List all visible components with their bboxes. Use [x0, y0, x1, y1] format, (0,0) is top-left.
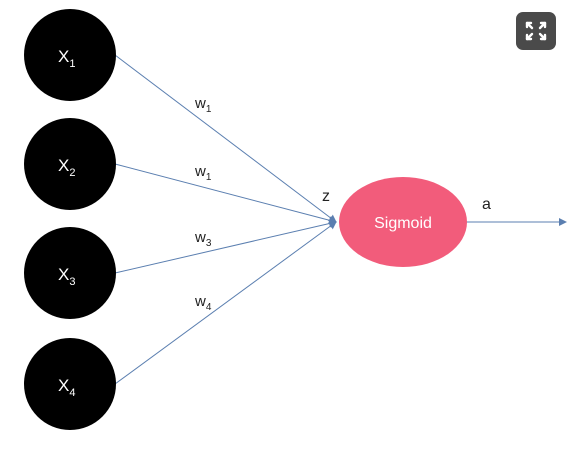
input-node-1-sub: 1 [69, 58, 75, 70]
input-node-2-base: X [58, 156, 69, 175]
input-node-3-sub: 3 [69, 276, 75, 288]
input-node-3-base: X [58, 265, 69, 284]
input-node-2: X2 [24, 118, 116, 210]
weight-label-1: w1 [194, 95, 212, 115]
edge-x3 [114, 219, 337, 274]
input-node-2-sub: 2 [69, 167, 75, 179]
edge-x1 [114, 54, 337, 223]
input-node-1-base: X [58, 47, 69, 66]
input-node-4-sub: 4 [69, 387, 75, 399]
weight-label-4: w4 [194, 293, 212, 313]
svg-text:X3: X3 [58, 265, 75, 288]
input-node-3: X3 [24, 227, 116, 319]
output-label: a [482, 196, 491, 213]
svg-text:X4: X4 [58, 376, 75, 399]
sigmoid-label: Sigmoid [374, 215, 432, 232]
z-label: z [322, 188, 330, 205]
edge-x4 [114, 221, 337, 385]
svg-text:X1: X1 [58, 47, 75, 70]
input-node-1: X1 [24, 9, 116, 101]
edge-x2 [114, 163, 337, 225]
input-node-4: X4 [24, 338, 116, 430]
weight-label-2: w1 [194, 163, 212, 183]
svg-text:X2: X2 [58, 156, 75, 179]
weight-label-3: w3 [194, 229, 212, 249]
expand-button[interactable] [516, 12, 556, 50]
sigmoid-node: Sigmoid [339, 177, 467, 267]
input-node-4-base: X [58, 376, 69, 395]
expand-icon [525, 21, 547, 41]
